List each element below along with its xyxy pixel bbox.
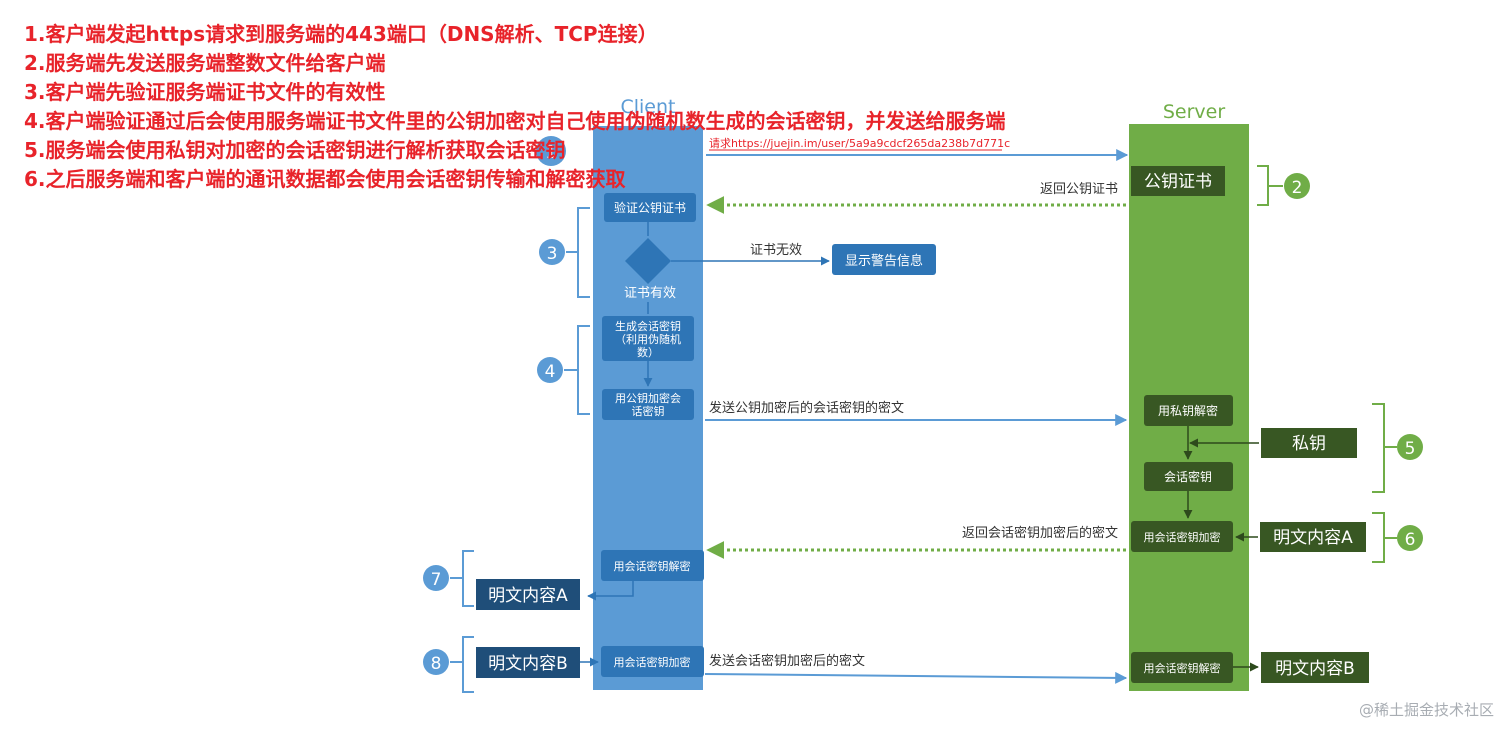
step-3: 3.客户端先验证服务端证书文件的有效性 (24, 80, 386, 104)
step-2: 2.服务端先发送服务端整数文件给客户端 (24, 51, 386, 75)
client-decrypt-box (601, 550, 704, 581)
bracket-8 (450, 636, 474, 693)
send-encrypted-arrow (704, 671, 1128, 684)
gen-key-line-2: （利用伪随机 (615, 332, 681, 346)
badge-7-label: 7 (431, 570, 442, 590)
plain-a-server-box (1260, 522, 1366, 552)
plain-a-server-label: 明文内容A (1273, 528, 1353, 548)
plain-b-server-box (1261, 652, 1369, 683)
badge-1 (536, 136, 566, 166)
decision-diamond (625, 238, 671, 284)
return-cert-label: 返回公钥证书 (1040, 182, 1118, 197)
private-decrypt-box (1144, 395, 1233, 426)
badge-6 (1397, 525, 1423, 551)
step-6: 6.之后服务端和客户端的通讯数据都会使用会话密钥传输和解密获取 (24, 167, 626, 191)
step-1: 1.客户端发起https请求到服务端的443端口（DNS解析、TCP连接） (24, 22, 658, 46)
badge-3-label: 3 (547, 244, 558, 264)
session-key-box (1144, 462, 1233, 491)
session-key-label: 会话密钥 (1164, 469, 1212, 484)
badge-3 (539, 239, 565, 265)
warning-label: 显示警告信息 (845, 253, 923, 269)
private-decrypt-label: 用私钥解密 (1158, 403, 1218, 418)
step-5: 5.服务端会使用私钥对加密的会话密钥进行解析获取会话密钥 (24, 138, 566, 162)
plain-b-client-box (476, 647, 580, 678)
gen-key-box (602, 316, 694, 361)
badge-8 (423, 649, 449, 675)
verify-cert-label: 验证公钥证书 (614, 200, 686, 215)
badge-8-label: 8 (431, 654, 442, 674)
server-decrypt-label: 用会话密钥解密 (1144, 661, 1221, 675)
send-encrypted-key-label: 发送公钥加密后的会话密钥的密文 (709, 400, 904, 416)
badge-5 (1397, 434, 1423, 460)
return-encrypted-label: 返回会话密钥加密后的密文 (962, 525, 1118, 541)
public-cert-label: 公钥证书 (1144, 172, 1212, 192)
server-lane-title: Server (1163, 101, 1225, 123)
badge-6-label: 6 (1405, 530, 1416, 550)
cert-valid-label: 证书有效 (624, 286, 676, 301)
badge-4-label: 4 (545, 362, 556, 382)
bracket-5 (1372, 403, 1397, 493)
bracket-4 (564, 325, 590, 415)
badge-2 (1284, 173, 1310, 199)
badge-5-label: 5 (1405, 439, 1416, 459)
badge-2-label: 2 (1292, 178, 1303, 198)
client-encrypt-label: 用会话密钥加密 (614, 655, 691, 669)
encrypt-key-line-2: 话密钥 (632, 404, 665, 418)
private-key-label: 私钥 (1292, 434, 1326, 454)
plain-a-client-box (476, 579, 580, 610)
encrypt-key-line-1: 用公钥加密会 (615, 391, 681, 405)
step-list: 1.客户端发起https请求到服务端的443端口（DNS解析、TCP连接） 2.… (24, 20, 1006, 194)
badge-1-label: 1 (545, 142, 556, 163)
encrypt-key-box (602, 389, 694, 420)
badge-4 (537, 357, 563, 383)
bracket-6 (1372, 512, 1397, 563)
plain-b-client-label: 明文内容B (488, 654, 568, 674)
send-encrypted-label: 发送会话密钥加密后的密文 (709, 653, 865, 669)
bracket-3 (566, 207, 590, 298)
bracket-2 (1257, 165, 1283, 206)
warning-box (832, 244, 936, 275)
watermark: @稀土掘金技术社区 (1358, 701, 1494, 719)
verify-cert-box (604, 193, 696, 222)
client-decrypt-label: 用会话密钥解密 (614, 559, 691, 573)
badge-7 (423, 565, 449, 591)
plain-b-server-label: 明文内容B (1275, 659, 1355, 679)
private-key-box (1261, 428, 1357, 458)
public-cert-box (1131, 166, 1225, 196)
server-encrypt-label: 用会话密钥加密 (1144, 530, 1221, 544)
plain-a-client-label: 明文内容A (488, 586, 568, 606)
server-decrypt-box (1131, 652, 1233, 683)
gen-key-line-1: 生成会话密钥 (615, 319, 681, 333)
decrypt-to-plain-a-arrow (587, 581, 634, 601)
server-encrypt-box (1131, 521, 1233, 552)
bracket-7 (450, 550, 474, 607)
client-encrypt-box (601, 646, 704, 677)
gen-key-line-3: 数） (637, 346, 659, 359)
request-label: 请求https://juejin.im/user/5a9a9cdcf265da2… (709, 137, 1010, 150)
cert-invalid-label: 证书无效 (750, 243, 802, 258)
step-4: 4.客户端验证通过后会使用服务端证书文件里的公钥加密对自己使用伪随机数生成的会话… (24, 109, 1006, 133)
client-lane-title: Client (620, 96, 675, 118)
